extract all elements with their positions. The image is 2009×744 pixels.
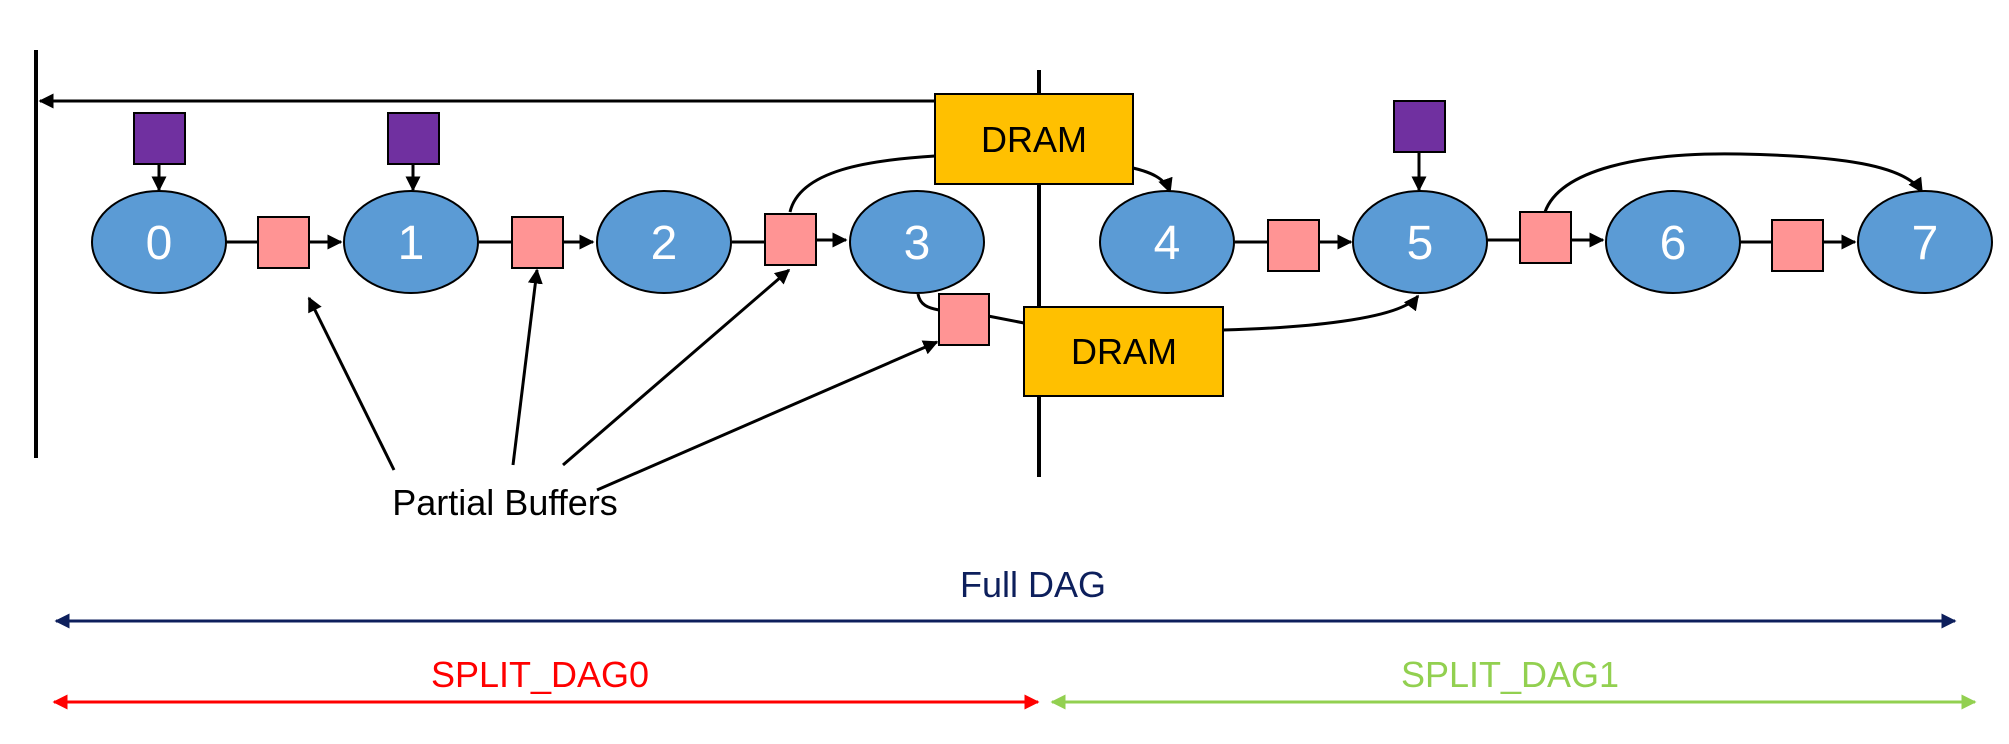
- dag-node-3: 3: [849, 190, 985, 294]
- node-label: 3: [904, 217, 931, 270]
- dram-box-top: DRAM: [934, 93, 1134, 185]
- partial-buffer: [938, 293, 990, 346]
- dram-box-bottom: DRAM: [1023, 306, 1224, 397]
- split-dag1-label: SPLIT_DAG1: [1401, 654, 1619, 695]
- skip-edge-dram-to-5: [1222, 294, 1420, 332]
- dag-node-7: 7: [1857, 190, 1993, 294]
- partial-buffer: [1519, 211, 1572, 264]
- dram-label: DRAM: [1071, 331, 1177, 372]
- partial-buffers: [257, 211, 1824, 346]
- partial-buffer: [257, 216, 310, 269]
- partial-buffer: [764, 213, 817, 266]
- partial-buffers-pointers: [307, 268, 939, 492]
- input-arrows: [151, 153, 1427, 192]
- skip-edge-3-to-dram: [788, 154, 936, 213]
- dag-node-6: 6: [1605, 190, 1741, 294]
- partial-buffers-label: Partial Buffers: [392, 482, 617, 523]
- skip-edge-3-to-buffer: [916, 293, 940, 312]
- dag-node-2: 2: [596, 190, 732, 294]
- dram-label: DRAM: [981, 119, 1087, 160]
- input-block: [133, 112, 186, 165]
- node-label: 0: [146, 217, 173, 270]
- dag-node-5: 5: [1352, 190, 1488, 294]
- node-label: 2: [651, 217, 678, 270]
- dag-node-0: 0: [91, 190, 227, 294]
- input-block: [387, 112, 440, 165]
- node-label: 7: [1912, 217, 1939, 270]
- full-dag-label: Full DAG: [960, 564, 1106, 605]
- node-label: 4: [1154, 217, 1181, 270]
- skip-edge-buffer-to-dram: [987, 314, 1025, 325]
- node-label: 1: [398, 217, 425, 270]
- input-blocks: [133, 100, 1446, 165]
- node-label: 5: [1407, 217, 1434, 270]
- chain-connectors: [226, 232, 1857, 250]
- input-block: [1393, 100, 1446, 153]
- node-label: 6: [1660, 217, 1687, 270]
- partial-buffer: [1267, 219, 1320, 272]
- partial-buffer: [511, 216, 564, 269]
- split-dag0-label: SPLIT_DAG0: [431, 654, 649, 695]
- skip-edge-dram-to-4: [1132, 166, 1173, 194]
- partial-buffer: [1771, 219, 1824, 272]
- dag-node-1: 1: [343, 190, 479, 294]
- skip-edge-5-to-7: [1543, 152, 1924, 213]
- dag-node-4: 4: [1099, 190, 1235, 294]
